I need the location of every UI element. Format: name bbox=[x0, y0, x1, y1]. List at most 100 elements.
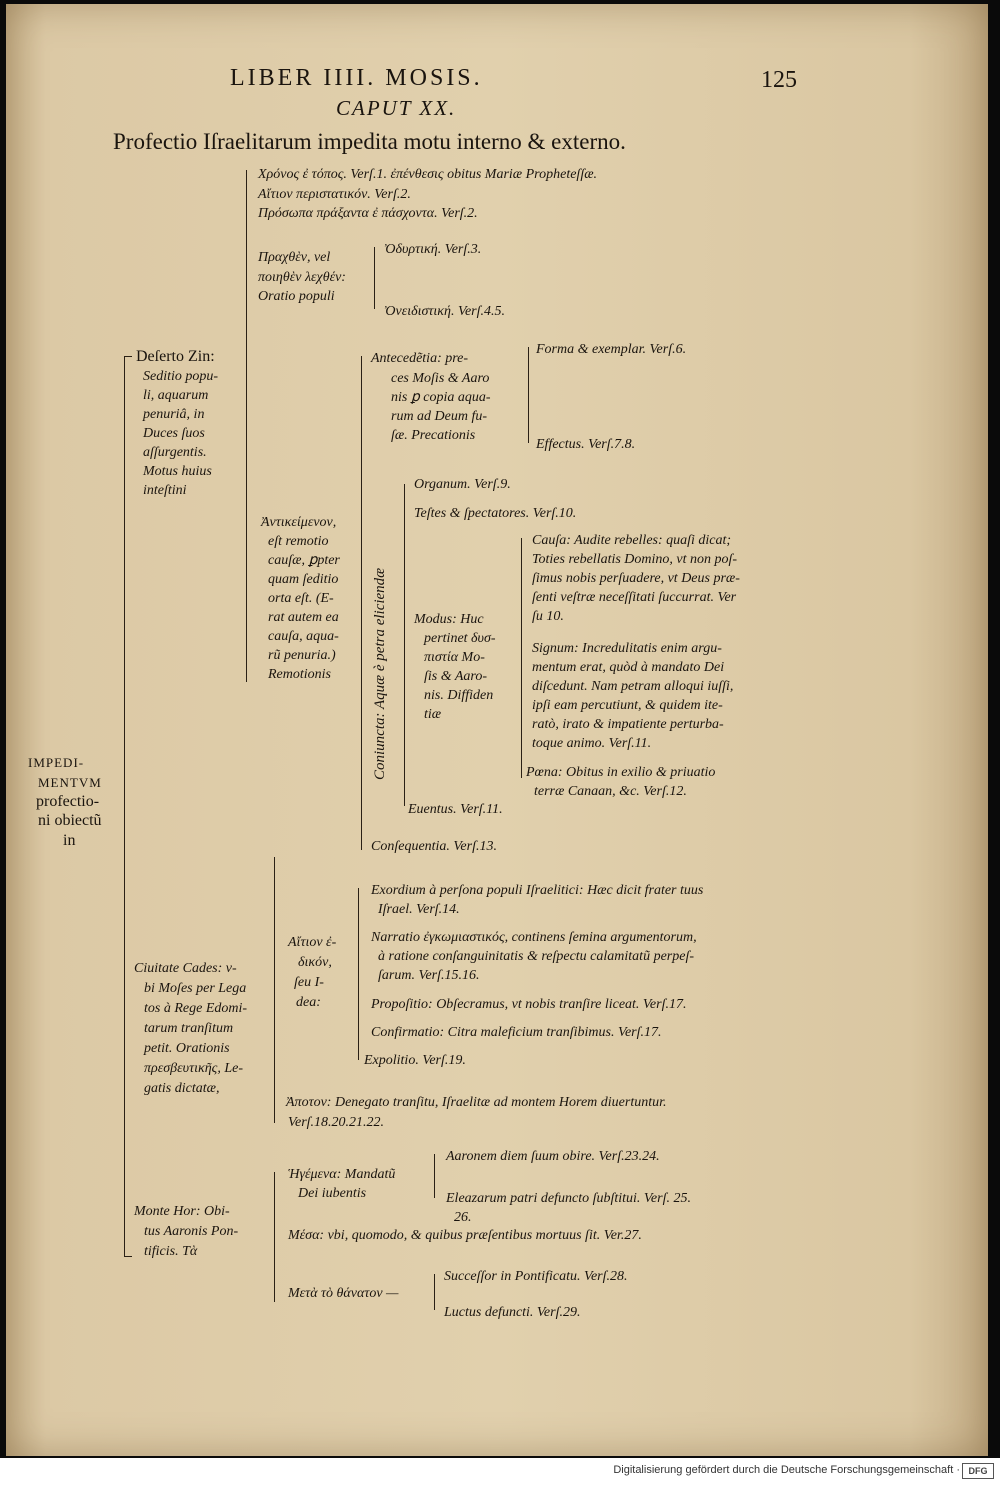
root-line-5: in bbox=[63, 832, 76, 849]
book-page: LIBER IIII. MOSIS. 125 CAPUT XX. Profect… bbox=[6, 4, 988, 1456]
footer-bar: Digitalisierung gefördert durch die Deut… bbox=[0, 1458, 1000, 1485]
eleazarum-1: Eleazarum patri defuncto ſubſtitui. Verſ… bbox=[446, 1191, 691, 1206]
prachthen-3: Oratio populi bbox=[258, 289, 335, 304]
propositio: Propoſitio: Obſecramus, vt nobis tranſir… bbox=[371, 997, 687, 1012]
cades-label-3: tos à Rege Edomi- bbox=[144, 1001, 248, 1016]
hor-label-1: Monte Hor: Obi- bbox=[134, 1204, 230, 1219]
prachthen-1: Πραχθὲν, vel bbox=[258, 250, 331, 265]
luctus: Luctus defuncti. Verſ.29. bbox=[444, 1305, 581, 1320]
antikeimenon-5: orta eſt. (E- bbox=[268, 591, 334, 606]
root-line-2: MENTVM bbox=[38, 775, 102, 790]
antikeimenon-2: eſt remotio bbox=[268, 534, 329, 549]
poena-2: terræ Canaan, &c. Verſ.12. bbox=[534, 784, 687, 799]
prachthen-2: ποιηθὲν λεχθέν: bbox=[258, 270, 346, 285]
antikeimenon-8: rũ penuria.) bbox=[268, 648, 336, 663]
aition-brace bbox=[358, 888, 359, 1060]
cades-label-1: Ciuitate Cades: v- bbox=[134, 961, 237, 976]
modus-1: Modus: Huc bbox=[414, 612, 484, 627]
expolitio: Expolitio. Verſ.19. bbox=[364, 1053, 466, 1068]
effectus: Effectus. Verſ.7.8. bbox=[536, 437, 636, 452]
antecedentia-brace bbox=[528, 347, 529, 443]
page-number: 125 bbox=[761, 67, 797, 93]
dfg-logo: DFG bbox=[962, 1463, 994, 1479]
exordium-1: Exordium à perſona populi Iſraelitici: H… bbox=[371, 883, 704, 898]
modus-4: ſis & Aaro- bbox=[424, 669, 488, 684]
testes: Teſtes & ſpectatores. Verſ.10. bbox=[414, 506, 577, 521]
antikeimenon-9: Remotionis bbox=[268, 667, 331, 682]
modus-5: nis. Diffiden bbox=[424, 688, 494, 703]
hor-label-2: tus Aaronis Pon- bbox=[144, 1224, 239, 1239]
desertum-label-7: Motus huius bbox=[143, 464, 212, 479]
mesa: Μέσα: vbi, quomodo, & quibus præſentibus… bbox=[288, 1228, 642, 1243]
top-line-1: Χρόνος ἐ τόπος. Verſ.1. ἐπένθεσις obitus… bbox=[258, 167, 598, 182]
confirmatio: Confirmatio: Citra maleficium tranſibimu… bbox=[371, 1025, 662, 1040]
causa-1: Cauſa: Audite rebelles: quaſi dicat; bbox=[532, 533, 732, 548]
modus-brace bbox=[521, 538, 522, 778]
hegemena-2: Dei iubentis bbox=[298, 1186, 367, 1201]
desertum-label-4: penuriâ, in bbox=[143, 407, 205, 422]
successor: Succeſſor in Pontificatu. Verſ.28. bbox=[444, 1269, 628, 1284]
narratio-2: à ratione conſanguinitatis & reſpectu ca… bbox=[378, 949, 694, 964]
hor-brace bbox=[274, 1172, 275, 1302]
eleazarum-2: 26. bbox=[454, 1210, 472, 1225]
cades-brace bbox=[274, 857, 275, 1123]
coniuncta-vertical: Coniuncta: Aquæ è petra eliciendæ bbox=[372, 567, 388, 780]
cades-label-5: petit. Orationis bbox=[144, 1041, 230, 1056]
footer-credit: Digitalisierung gefördert durch die Deut… bbox=[613, 1464, 960, 1476]
desertum-label-8: inteſtini bbox=[143, 483, 187, 498]
antikeimenon-1: Ἀντικείμενον, bbox=[261, 515, 337, 530]
apoton-1: Ἀποτον: Denegato tranſitu, Iſraelitæ ad … bbox=[286, 1095, 667, 1110]
exordium-2: Iſrael. Verſ.14. bbox=[378, 902, 460, 917]
antecedentia-2: ces Moſis & Aaro bbox=[391, 371, 490, 386]
signum-6: toque animo. Verſ.11. bbox=[532, 736, 652, 751]
signum-4: ipſi eam percutiunt, & quidem ite- bbox=[532, 698, 723, 713]
desertum-label-1: Deſerto Zin: bbox=[136, 348, 215, 365]
meta-brace bbox=[434, 1274, 435, 1310]
hegemena-1: Ἡγέμενα: Mandatũ bbox=[288, 1167, 396, 1182]
euentus: Euentus. Verſ.11. bbox=[408, 802, 503, 817]
coniuncta-brace bbox=[404, 484, 405, 806]
forma: Forma & exemplar. Verſ.6. bbox=[536, 342, 687, 357]
causa-3: ſimus nobis perſuadere, vt Deus præ- bbox=[532, 571, 740, 586]
aition-1: Αἴτιον ἐ- bbox=[288, 935, 337, 950]
oneidistike: Ὀνειδιστική. Verſ.4.5. bbox=[384, 304, 506, 319]
main-brace-top bbox=[124, 356, 132, 357]
narratio-1: Narratio ἐγκωμιαστικός, continens ſemina… bbox=[371, 930, 697, 945]
desertum-label-2: Seditio popu- bbox=[143, 369, 219, 384]
chapter-heading: CAPUT XX. bbox=[336, 96, 457, 120]
desertum-label-5: Duces ſuos bbox=[143, 426, 205, 441]
antikeimenon-3: cauſæ, ꝑpter bbox=[268, 553, 340, 568]
root-line-3: profectio- bbox=[36, 793, 100, 810]
modus-3: πιστία Mo- bbox=[424, 650, 485, 665]
top-line-3: Πρόσωπα πράξαντα ἐ πάσχοντα. Verſ.2. bbox=[258, 206, 478, 221]
narratio-3: ſarum. Verſ.15.16. bbox=[378, 968, 480, 983]
meta: Μετὰ τὸ θάνατον — bbox=[288, 1286, 399, 1301]
prachthen-brace bbox=[374, 247, 375, 309]
signum-5: ratò, irato & impatiente perturba- bbox=[532, 717, 724, 732]
root-line-4: ni obiectũ bbox=[38, 812, 102, 829]
organum: Organum. Verſ.9. bbox=[414, 477, 511, 492]
signum-1: Signum: Incredulitatis enim argu- bbox=[532, 641, 722, 656]
cades-label-2: bi Moſes per Lega bbox=[144, 981, 247, 996]
modus-2: pertinet δυσ- bbox=[424, 631, 496, 646]
signum-2: mentum erat, quòd à mandato Dei bbox=[532, 660, 725, 675]
desertum-brace bbox=[246, 170, 247, 682]
main-brace-bottom bbox=[124, 1256, 132, 1257]
cades-label-7: gatis dictatæ, bbox=[144, 1081, 220, 1096]
antecedentia-4: rum ad Deum fu- bbox=[391, 409, 488, 424]
antikeimenon-4: quam ſeditio bbox=[268, 572, 339, 587]
cades-label-6: πρεσβευτικῆς, Le- bbox=[144, 1061, 243, 1076]
cades-label-4: tarum tranſitum bbox=[144, 1021, 234, 1036]
main-brace bbox=[124, 356, 125, 1256]
antikeimenon-7: cauſa, aqua- bbox=[268, 629, 339, 644]
top-line-2: Αἴτιον περιστατικόν. Verſ.2. bbox=[258, 187, 411, 202]
modus-6: tiæ bbox=[424, 707, 442, 722]
aaronem: Aaronem diem ſuum obire. Verſ.23.24. bbox=[446, 1149, 660, 1164]
causa-5: ſu 10. bbox=[532, 609, 564, 624]
signum-3: diſcedunt. Nam petram alloqui iuſſi, bbox=[532, 679, 734, 694]
antikeimenon-brace bbox=[361, 356, 362, 850]
apoton-2: Verſ.18.20.21.22. bbox=[288, 1115, 385, 1130]
antikeimenon-6: rat autem ea bbox=[268, 610, 339, 625]
aition-3: ſeu I- bbox=[294, 975, 324, 990]
consequentia: Conſequentia. Verſ.13. bbox=[371, 839, 497, 854]
